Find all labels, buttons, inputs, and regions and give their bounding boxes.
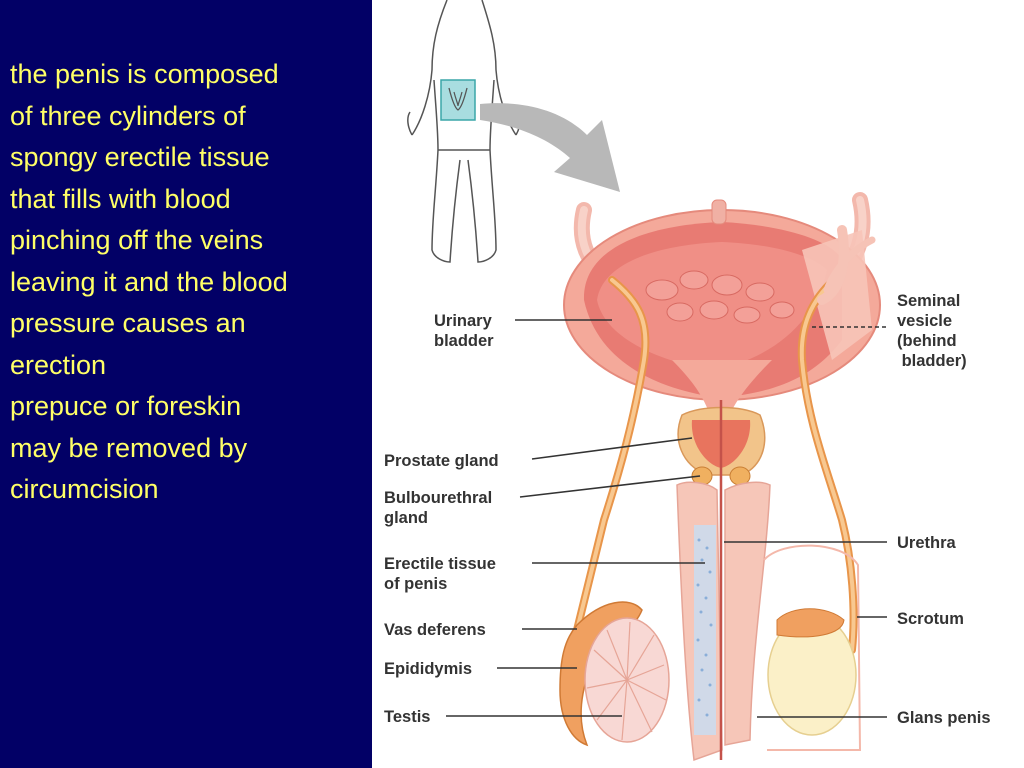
label-erectile-tissue: Erectile tissue of penis <box>384 555 500 593</box>
scrotum-outline <box>763 544 862 751</box>
seminal-vesicle <box>817 225 876 305</box>
text-line: the penis is composed <box>10 59 279 89</box>
text-line: pressure causes an <box>10 308 246 338</box>
label-bulbourethral-gland: Bulbourethral gland <box>384 489 497 527</box>
right-testis <box>767 608 857 736</box>
text-line: pinching off the veins <box>10 225 264 255</box>
anatomy-diagram: Urinary bladder Seminal vesicle (behind … <box>384 0 991 762</box>
text-line: may be removed by <box>10 432 248 463</box>
text-line: spongy erectile tissue <box>10 142 270 172</box>
label-urethra: Urethra <box>897 534 957 552</box>
text-line: leaving it and the blood <box>10 266 288 297</box>
slide-text-block: the penis is composed of three cylinders… <box>10 54 370 511</box>
label-testis: Testis <box>384 708 430 726</box>
label-vas-deferens: Vas deferens <box>384 621 486 639</box>
label-epididymis: Epididymis <box>384 660 472 678</box>
penis-shaft <box>676 400 771 762</box>
leader-lines <box>446 319 887 718</box>
groin-highlight-box <box>440 79 476 121</box>
label-prostate-gland: Prostate gland <box>384 452 499 470</box>
label-glans-penis: Glans penis <box>897 709 991 727</box>
body-silhouette-icon <box>407 0 521 263</box>
text-line: circumcision <box>10 474 159 504</box>
left-testis <box>559 601 670 747</box>
zoom-arrow-icon <box>480 103 620 192</box>
bulbourethral-gland <box>691 466 751 486</box>
urinary-bladder <box>563 199 881 410</box>
text-line: prepuce or foreskin <box>10 391 242 421</box>
label-urinary-bladder: Urinary bladder <box>434 312 496 350</box>
label-scrotum: Scrotum <box>897 610 964 628</box>
label-seminal-vesicle: Seminal vesicle (behind bladder) <box>897 292 967 370</box>
vas-deferens <box>573 276 858 654</box>
text-line: of three cylinders of <box>10 100 246 131</box>
anatomy-diagram-panel: Urinary bladder Seminal vesicle (behind … <box>372 0 1024 768</box>
text-line: erection <box>10 349 107 380</box>
text-line: that fills with blood <box>10 183 231 214</box>
